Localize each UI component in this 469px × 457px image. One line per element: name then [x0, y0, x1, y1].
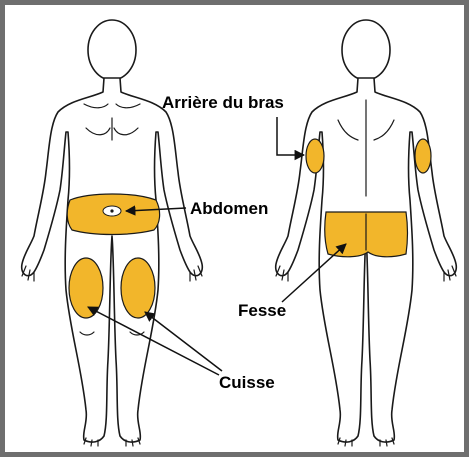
left-thigh-zone	[69, 258, 103, 318]
buttock-label: Fesse	[238, 301, 286, 320]
back-head	[342, 20, 390, 80]
left-back-arm-zone	[306, 139, 324, 173]
front-head	[88, 20, 136, 80]
navel-dot	[110, 209, 113, 212]
back-of-arm-arrow	[277, 117, 304, 155]
right-thigh-zone	[121, 258, 155, 318]
right-back-arm-zone	[415, 139, 431, 173]
back-of-arm-label: Arrière du bras	[162, 93, 284, 112]
thigh-arrow-right	[145, 312, 222, 371]
thigh-label: Cuisse	[219, 373, 275, 392]
abdomen-label: Abdomen	[190, 199, 268, 218]
